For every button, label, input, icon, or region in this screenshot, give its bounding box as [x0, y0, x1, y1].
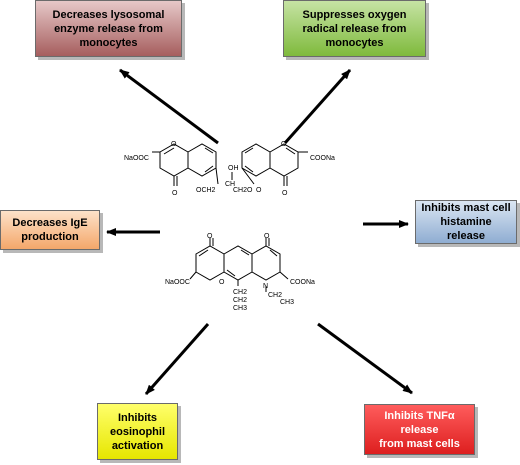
- top-linker-right: CH2O: [233, 187, 253, 194]
- top-left-substituent: NaOOC: [124, 155, 149, 162]
- effect-lysosomal-line-1: Decreases lysosomal: [52, 8, 165, 21]
- bottom-alkyl-ch2-a: CH2: [233, 289, 247, 296]
- effect-lysosomal-line-2: enzyme release from: [54, 22, 163, 35]
- bottom-n-ch2: CH2: [268, 292, 282, 299]
- bottom-n-ch3: CH3: [280, 299, 294, 306]
- bottom-alkyl-ch3: CH3: [233, 305, 247, 312]
- effect-box-lysosomal-enzyme: Decreases lysosomal enzyme release from …: [35, 0, 182, 57]
- effect-ige-line-2: production: [21, 231, 79, 243]
- effect-eosino-line-3: activation: [111, 439, 164, 452]
- top-left-ring-o: O: [171, 141, 177, 148]
- bottom-left-substituent: NaOOC: [165, 279, 190, 286]
- arrow-to-oxygen: [283, 69, 352, 144]
- effect-eosino-line-1: Inhibits: [117, 411, 158, 424]
- molecule-bottom-structure: [189, 238, 289, 292]
- effect-box-tnf-release: Inhibits TNFα release from mast cells: [364, 404, 475, 455]
- molecule-top-labels: NaOOC COONa O O O O OCH2 OH CH CH2O O: [124, 141, 335, 197]
- top-linker-o-right: O: [256, 187, 262, 194]
- effect-box-oxygen-radical: Suppresses oxygen radical release from m…: [283, 0, 426, 57]
- effect-mast-line-1: Inhibits mast cell: [421, 202, 511, 214]
- molecule-bottom-labels: O O NaOOC COONa O N CH2 CH3 CH2 CH2 CH3: [165, 233, 315, 312]
- bottom-ring-n: N: [263, 283, 268, 290]
- top-linker-left: OCH2: [196, 187, 216, 194]
- bottom-ring-o: O: [219, 279, 225, 286]
- effect-tnf-line-1: Inhibits TNFα release: [384, 409, 455, 436]
- top-linker-ch: CH: [225, 181, 235, 188]
- effect-eosino-line-2: eosinophil: [110, 425, 165, 438]
- effect-box-eosinophil-activation: Inhibits eosinophil activation: [97, 403, 178, 460]
- top-right-ring-o: O: [281, 141, 287, 148]
- arrow-to-lysosomal: [119, 68, 219, 145]
- bottom-alkyl-ch2-b: CH2: [233, 297, 247, 304]
- bottom-top-o-left: O: [207, 233, 213, 240]
- arrow-to-eosinophil: [144, 323, 210, 395]
- effect-tnf-line-2: from mast cells: [379, 437, 460, 450]
- effect-oxygen-line-2: radical release from: [302, 22, 407, 35]
- bottom-top-o-right: O: [264, 233, 270, 240]
- effect-ige-line-1: Decreases IgE: [12, 217, 88, 229]
- top-right-substituent: COONa: [310, 155, 335, 162]
- top-left-carbonyl: O: [172, 190, 178, 197]
- arrow-to-tnf: [317, 322, 413, 395]
- effect-mast-line-2: histamine release: [440, 216, 492, 242]
- top-right-carbonyl: O: [282, 190, 288, 197]
- effect-oxygen-line-3: monocytes: [325, 36, 384, 49]
- effect-oxygen-line-1: Suppresses oxygen: [302, 8, 407, 21]
- effect-lysosomal-line-3: monocytes: [79, 36, 138, 49]
- top-linker-oh: OH: [228, 165, 239, 172]
- effect-box-ige-production: Decreases IgE production: [0, 210, 100, 250]
- effect-box-mast-cell-histamine: Inhibits mast cell histamine release: [415, 200, 517, 244]
- molecule-top-structure: [152, 143, 308, 186]
- bottom-right-substituent: COONa: [290, 279, 315, 286]
